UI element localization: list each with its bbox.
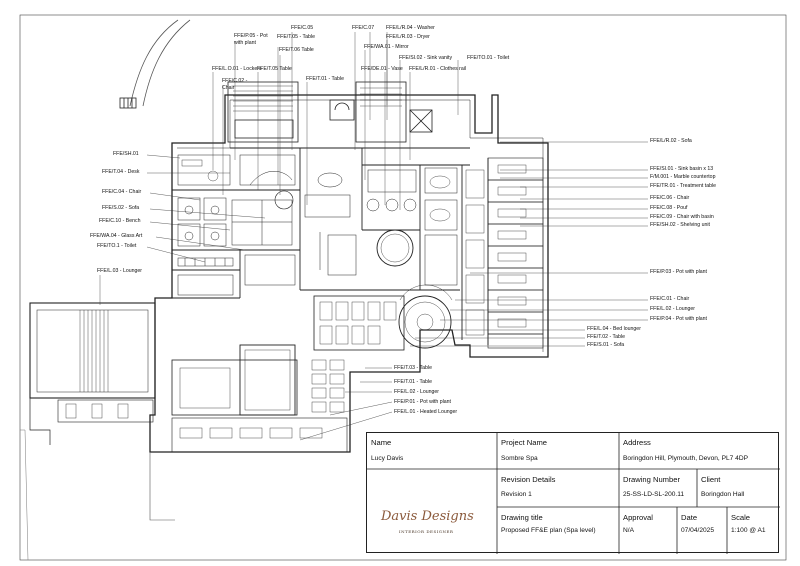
label-ffe-c08: FFE/C.08 - Pouf	[650, 205, 688, 211]
label-ffe-l02-r: FFE/L.02 - Lounger	[650, 306, 695, 312]
changing-rooms	[177, 197, 293, 247]
label-ffe-t02: FFE/T.02 - Table	[587, 334, 625, 340]
label-ffe-lr03: FFE/L/R.03 - Dryer	[386, 34, 430, 40]
label-ffe-c07: FFE/C.07	[352, 25, 375, 31]
treatment-rooms	[487, 157, 544, 349]
label-ffe-sh02: FFE/SH.02 - Shelving unit	[650, 222, 710, 228]
tb-address-value: Boringdon Hill, Plymouth, Devon, PL7 4DP	[623, 455, 748, 462]
label-ffe-p01: FFE/P.01 - Pot with plant	[394, 399, 451, 405]
tb-approval-header: Approval	[623, 513, 653, 522]
logo-tagline: INTERIOR DESIGNER	[399, 529, 454, 534]
label-ffe-c02-cont: Chair	[222, 85, 235, 91]
logo-brand: Davis Designs	[381, 509, 474, 524]
label-ffe-c10: FFE/C.10 - Bench	[99, 218, 141, 224]
access-road	[129, 19, 179, 107]
label-ffe-l01: FFE/L.01 - Heated Lounger	[394, 409, 458, 415]
label-ffe-wa04: FFE/WA.04 - Glass Art	[90, 233, 143, 239]
sheet-frame	[19, 14, 787, 561]
label-ffe-sh01: FFE/SH.01	[113, 151, 139, 157]
tb-client-value: Boringdon Hall	[701, 491, 745, 498]
tb-drawing-number-header: Drawing Number	[623, 475, 680, 484]
label-ffe-p03: FFE/P.03 - Pot with plant	[650, 269, 707, 275]
lounger-terrace	[171, 417, 348, 453]
label-ffe-t01-b: FFE/T.01 - Table	[394, 379, 432, 385]
relaxation-room	[313, 295, 405, 351]
building-outline	[149, 94, 549, 453]
tb-scale-header: Scale	[731, 513, 750, 522]
tb-drawing-title-header: Drawing title	[501, 513, 543, 522]
reception-area	[177, 154, 231, 186]
label-ffe-to1: FFE/TO.1 - Toilet	[97, 243, 137, 249]
label-ffe-t05: FFE/T.05 - Table	[277, 34, 315, 40]
leader-lines	[99, 32, 648, 441]
tb-project-value: Sombre Spa	[501, 455, 538, 462]
label-ffe-s01: FFE/S.01 - Sofa	[587, 342, 625, 348]
main-pool	[239, 344, 296, 416]
label-fm001: F/M.001 - Marble countertop	[650, 174, 716, 180]
tb-name-value: Lucy Davis	[371, 455, 404, 462]
label-ffe-c05: FFE/C.05	[291, 25, 314, 31]
label-ffe-s02: FFE/S.02 - Sofa	[102, 205, 140, 211]
label-ffe-wa01: FFE/WA.01 - Mirror	[364, 44, 409, 50]
label-ffe-de01: FFE/DE.01 - Vase	[361, 66, 403, 72]
right-stairs	[355, 81, 407, 143]
tb-scale-value: 1:100 @ A1	[731, 527, 766, 534]
label-ffe-t06: FFE/T.06 Table	[279, 47, 314, 53]
tb-name-header: Name	[371, 438, 392, 447]
label-ffe-c04: FFE/C.04 - Chair	[102, 189, 142, 195]
pool-hall	[171, 359, 298, 416]
label-ffe-l04: FFE/L.04 - Bed lounger	[587, 326, 641, 332]
label-ffe-c01: FFE/C.01 - Chair	[650, 296, 690, 302]
label-ffe-l03: FFE/L.03 - Lounger	[97, 268, 142, 274]
label-ffe-tr01: FFE/TR.01 - Treatment table	[650, 183, 717, 189]
label-ffe-c06: FFE/C.06 - Chair	[650, 195, 690, 201]
label-ffe-t01: FFE/T.01 - Table	[306, 76, 344, 82]
label-ffe-p05: FFE/P.05 - Pot	[234, 33, 268, 39]
tb-address-header: Address	[623, 438, 651, 447]
tb-project-header: Project Name	[501, 438, 548, 447]
label-ffe-t04: FFE/T.04 - Desk	[102, 169, 140, 175]
label-ffe-t05-b: FFE/T.05 Table	[257, 66, 292, 72]
label-ffe-lr04: FFE/L/R.04 - Washer	[386, 25, 435, 31]
tb-revision-value: Revision 1	[501, 491, 532, 498]
tb-client-header: Client	[701, 475, 721, 484]
west-annex	[29, 302, 156, 399]
label-ffe-l02-b: FFE/L.02 - Lounger	[394, 389, 439, 395]
tb-drawing-number-value: 25-SS-LD-SL-200.11	[623, 491, 685, 498]
label-ffe-c09: FFE/C.09 - Chair with basin	[650, 214, 714, 220]
label-ffe-c02: FFE/C.02 -	[222, 78, 248, 84]
label-ffe-si02: FFE/SI.02 - Sink vanity	[399, 55, 453, 61]
tb-drawing-title-value: Proposed FF&E plan (Spa level)	[501, 527, 596, 534]
label-ffe-si01: FFE/SI.01 - Sink basin x 13	[650, 166, 714, 172]
title-block: Name Lucy Davis Project Name Sombre Spa …	[366, 432, 780, 554]
label-ffe-lr01: FFE/L/R.01 - Clothes rail	[409, 66, 467, 72]
label-ffe-p05-cont: with plant	[234, 40, 256, 46]
top-stairs	[227, 81, 299, 143]
tb-date-value: 07/04/2025	[681, 527, 715, 534]
plunge-pool	[376, 229, 414, 267]
round-sauna	[398, 295, 452, 349]
tb-revision-header: Revision Details	[501, 475, 556, 484]
label-ffe-lr02: FFE/L/R.02 - Sofa	[650, 138, 692, 144]
tb-date-header: Date	[681, 513, 698, 522]
label-ffe-p04: FFE/P.04 - Pot with plant	[650, 316, 707, 322]
label-ffe-lo01: FFE/L.O.01 - Lockers	[212, 66, 262, 72]
tb-approval-value: N/A	[623, 527, 634, 534]
label-ffe-t03: FFE/T.03 - Table	[394, 365, 432, 371]
label-ffe-to01: FFE/TO.01 - Toilet	[467, 55, 510, 61]
